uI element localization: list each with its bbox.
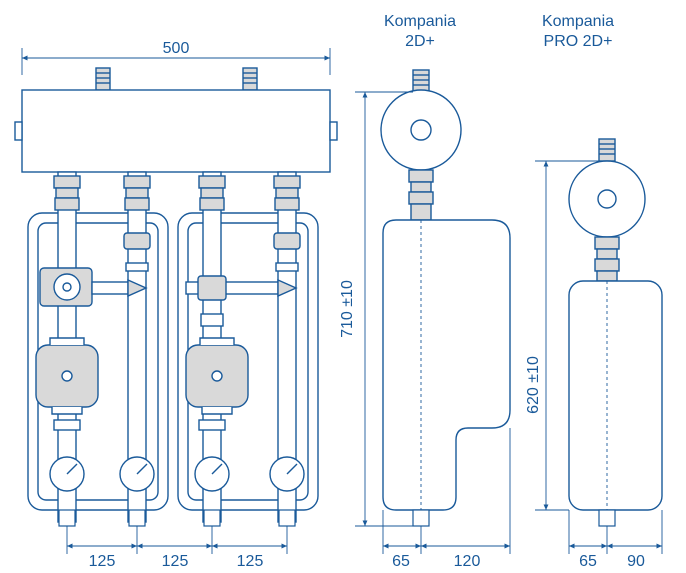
- union-nut-1: [53, 175, 81, 211]
- side-view-2d: Kompania 2D+ 710 ±10 65 120: [339, 13, 511, 570]
- union-nut-4: [273, 175, 301, 211]
- dimension-depth-2d: 65 120: [382, 428, 511, 570]
- mixing-valve-left: [39, 267, 148, 307]
- side-view-pro: Kompania PRO 2D+ 620 ±10 65 90: [525, 13, 663, 570]
- model-2d-title-line1: Kompania: [384, 13, 456, 30]
- gauge-1: [49, 456, 85, 492]
- dimension-height-pro: 620 ±10: [525, 160, 599, 511]
- dimension-depth-pro: 65 90: [568, 510, 663, 570]
- pump-right: [185, 337, 249, 415]
- model-pro-title-line1: Kompania: [542, 13, 614, 30]
- gauge-3: [194, 456, 230, 492]
- fitting-pipe-2: [123, 232, 151, 250]
- spacing-label-2: 125: [162, 553, 189, 570]
- header-side-stub-left: [14, 121, 23, 141]
- front-view: 500: [14, 40, 338, 570]
- depth-pro-label-b: 90: [627, 553, 645, 570]
- height-pro-label: 620 ±10: [525, 356, 542, 414]
- spacing-label-3: 125: [237, 553, 264, 570]
- union-nut-2: [123, 175, 151, 211]
- header-side-stub-right: [329, 121, 338, 141]
- top-connector-right: [242, 67, 258, 91]
- model-2d-title-line2: 2D+: [405, 33, 435, 50]
- insulation-shell-pro: [568, 280, 663, 511]
- depth-2d-label-a: 65: [392, 553, 410, 570]
- model-pro-title-line2: PRO 2D+: [544, 33, 613, 50]
- distributor-header: [21, 89, 331, 173]
- insulation-shell-2d: [382, 219, 511, 511]
- depth-2d-label-b: 120: [454, 553, 481, 570]
- spacing-label-1: 125: [89, 553, 116, 570]
- height-2d-label: 710 ±10: [339, 280, 356, 338]
- dimension-width-total: 500: [21, 40, 331, 75]
- union-nut-3: [198, 175, 226, 211]
- dimension-spacing: 125 125 125: [66, 526, 288, 570]
- gauge-2: [119, 456, 155, 492]
- dimension-height-2d: 710 ±10: [339, 91, 413, 527]
- depth-pro-label-a: 65: [579, 553, 597, 570]
- frame-right-outer: [177, 212, 319, 511]
- top-connector-left: [95, 67, 111, 91]
- mixing-valve-right: [185, 275, 298, 327]
- width-total-label: 500: [163, 40, 190, 57]
- fitting-pipe-4: [273, 232, 301, 250]
- pump-left: [35, 337, 99, 415]
- frame-left-outer: [27, 212, 169, 511]
- gauge-4: [269, 456, 305, 492]
